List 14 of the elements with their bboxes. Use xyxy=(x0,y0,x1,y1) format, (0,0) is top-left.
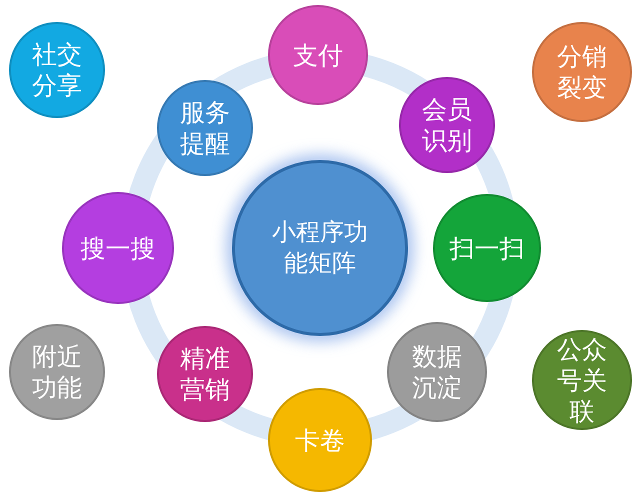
feature-label: 数据沉淀 xyxy=(411,341,463,403)
feature-label: 分销裂变 xyxy=(556,41,608,103)
feature-label: 搜一搜 xyxy=(80,232,156,264)
feature-label: 附近功能 xyxy=(31,341,83,403)
feature-label: 支付 xyxy=(292,40,344,70)
feature-label: 扫一扫 xyxy=(448,232,526,264)
feature-label: 会员识别 xyxy=(421,94,473,156)
center-circle xyxy=(232,160,408,336)
feature-label: 公众号关联 xyxy=(556,334,608,426)
feature-label: 社交分享 xyxy=(31,39,83,101)
center-label: 小程序功能矩阵 xyxy=(271,217,369,279)
feature-label: 服务提醒 xyxy=(179,97,231,159)
feature-label: 卡卷 xyxy=(294,424,346,456)
feature-label: 精准营销 xyxy=(179,343,231,405)
